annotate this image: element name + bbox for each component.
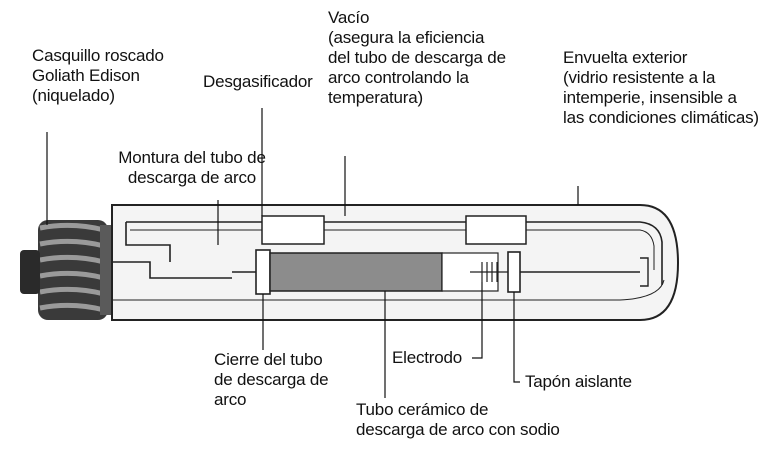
label-arc-tube-mount: Montura del tubo de descarga de arco — [118, 148, 266, 187]
label-arc-tube-seal: Cierre del tubo de descarga de arco — [214, 350, 329, 409]
label-electrode: Electrodo — [392, 348, 463, 367]
insulating-plug — [507, 251, 521, 293]
screw-base — [20, 220, 114, 320]
leader-lines — [46, 108, 579, 398]
arc-tube-seal — [255, 249, 271, 295]
label-outer-envelope: Envuelta exterior (vidrio resistente a l… — [563, 48, 759, 127]
getter-left — [261, 215, 325, 245]
label-screw-base: Casquillo roscado Goliath Edison (niquel… — [32, 46, 164, 105]
label-vacuum: Vacío (asegura la eficiencia del tubo de… — [328, 8, 506, 107]
getter-right — [465, 215, 527, 245]
label-getter: Desgasificador — [203, 72, 313, 91]
label-ceramic-tube: Tubo cerámico de descarga de arco con so… — [356, 400, 560, 439]
electrode — [470, 262, 508, 282]
mount-frame — [125, 221, 663, 285]
ceramic-arc-tube — [269, 252, 443, 292]
label-insulating-plug: Tapón aislante — [525, 372, 632, 391]
